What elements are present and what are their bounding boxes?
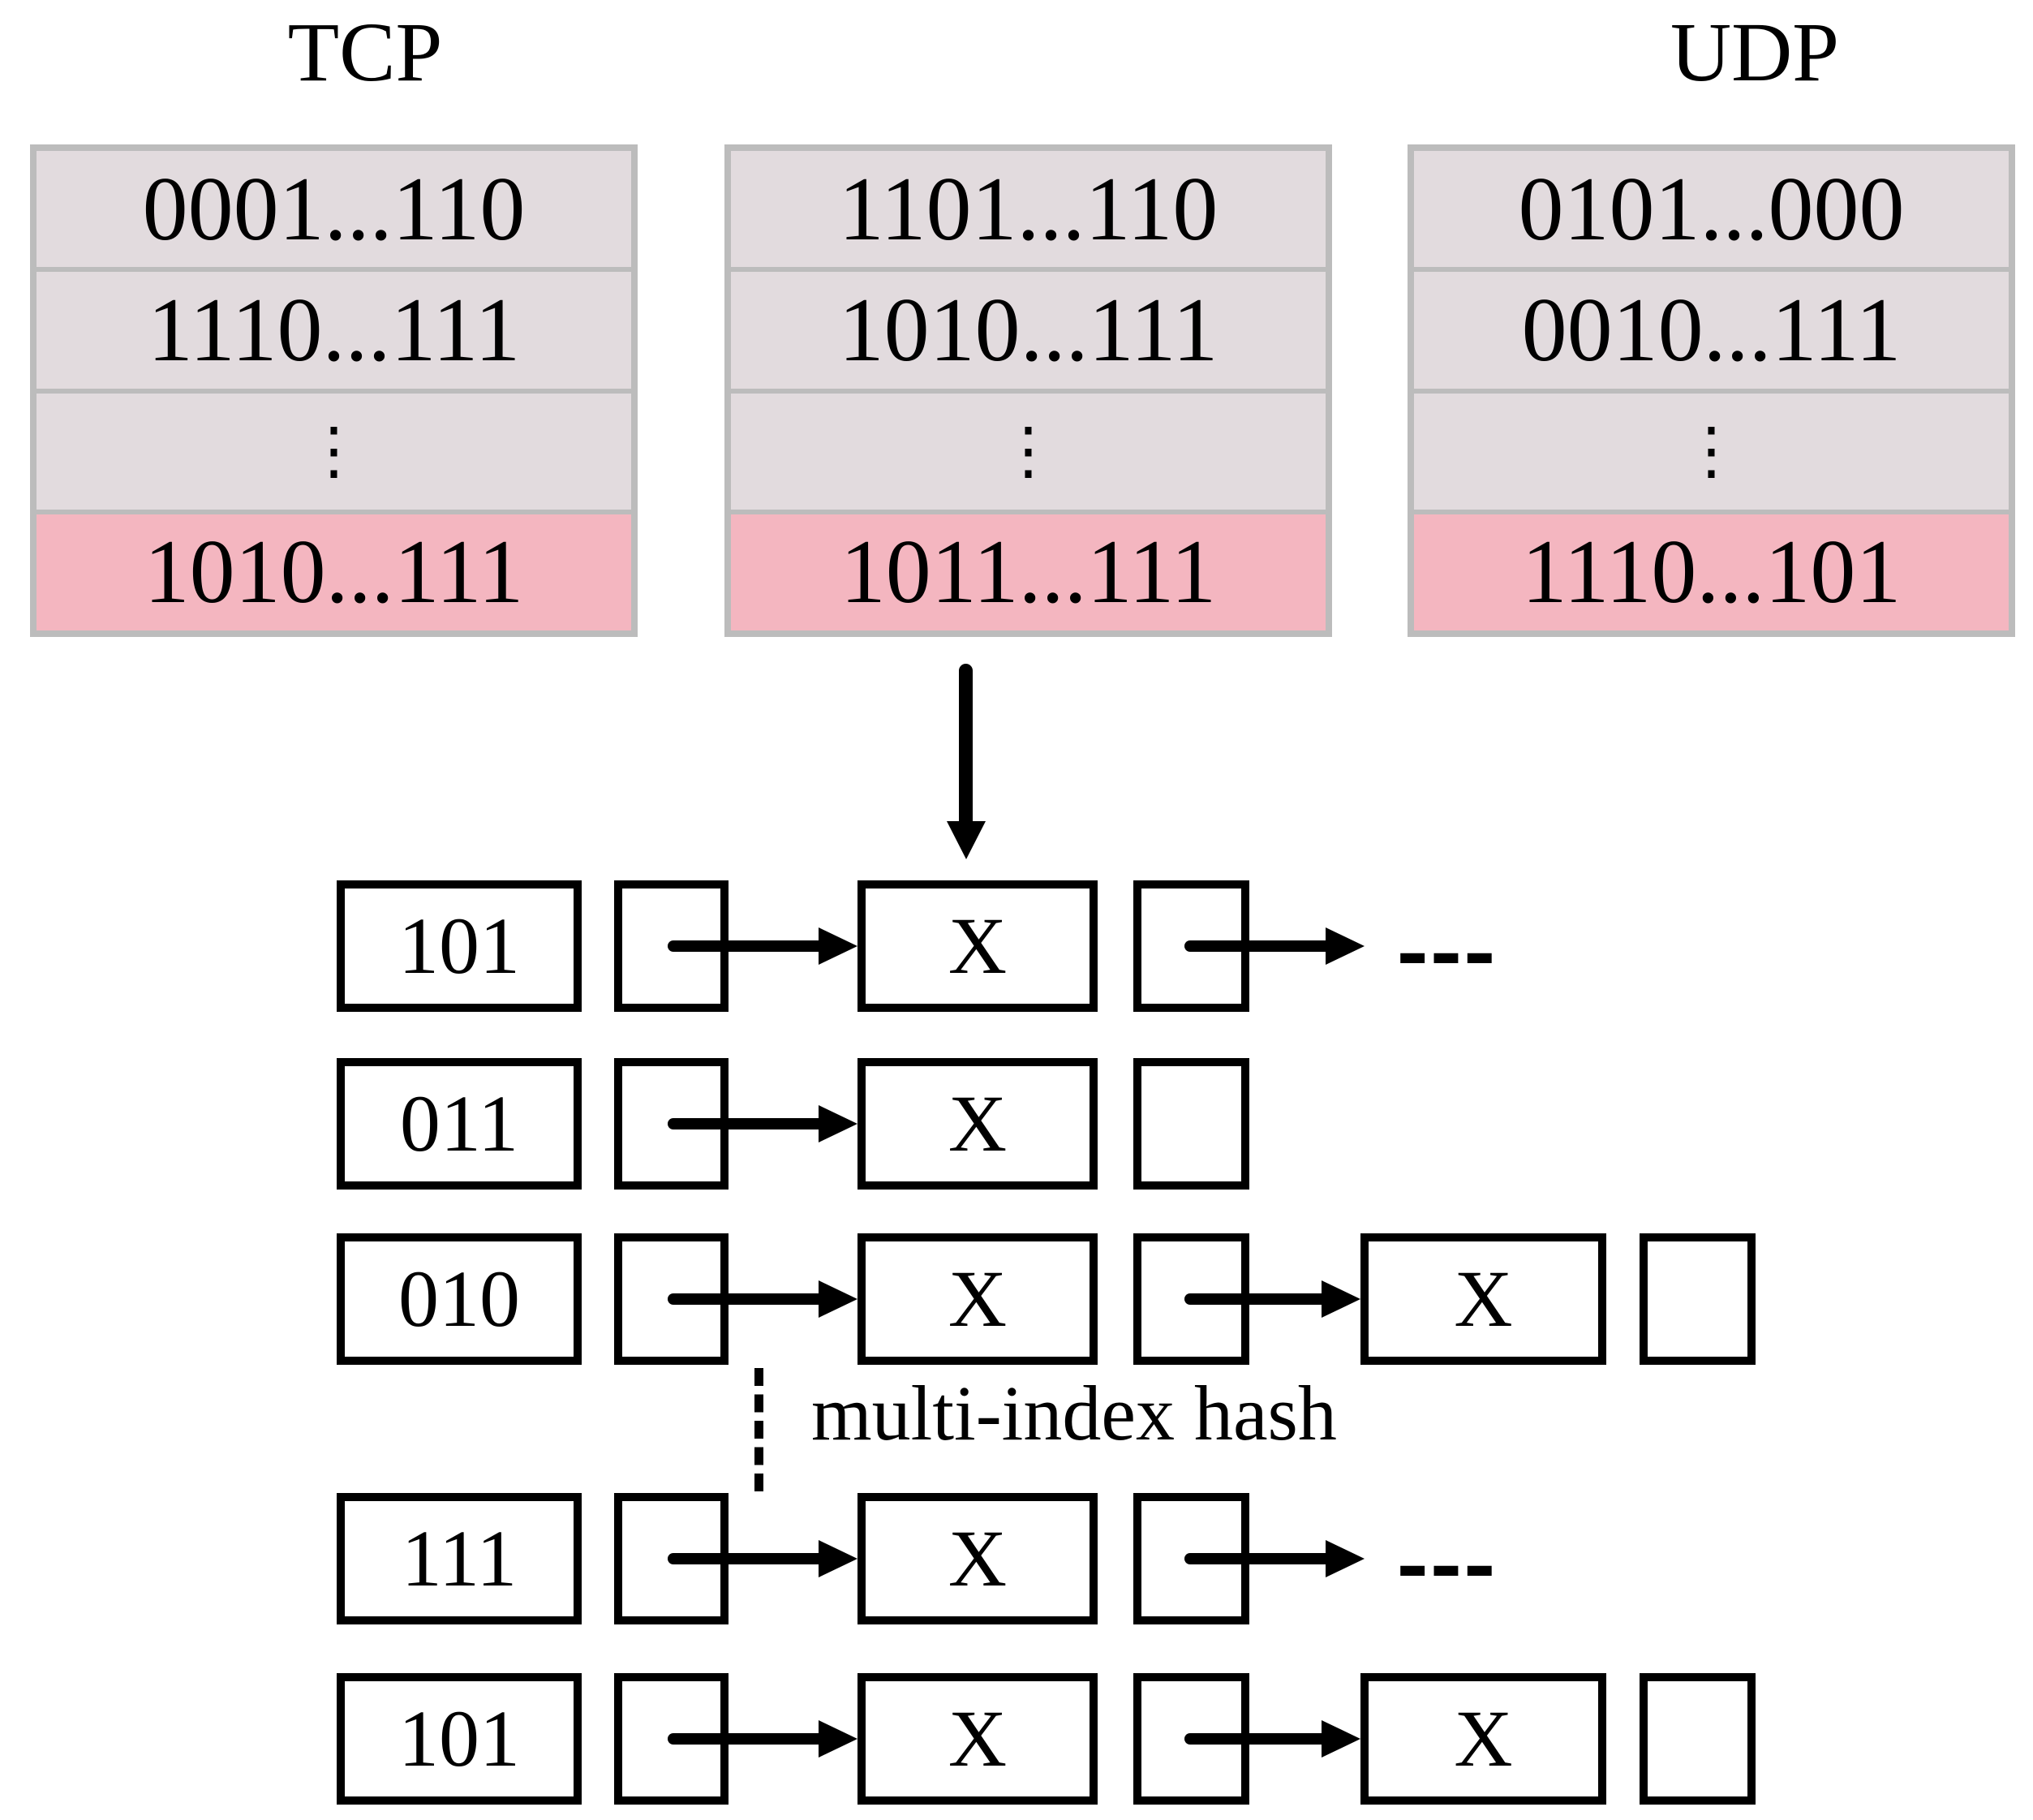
index-box: 011 [337,1058,582,1190]
arrow-head-icon [819,1720,857,1758]
node-box: X [857,1233,1098,1365]
arrow-head-icon [1326,1540,1365,1577]
table-row: 0010...111 [1414,272,2009,389]
arrow-head-icon [819,1540,857,1577]
ellipsis-row: ⋮ [1414,393,2009,510]
arrow [668,1553,819,1564]
arrow-head-icon [819,927,857,965]
continuation-dashes: --- [1397,881,1498,1011]
arrow-head-icon [819,1280,857,1318]
arrow-head-icon [1322,1720,1360,1758]
arrow [668,1118,819,1129]
hash-row-3: 010 X X [0,1233,2033,1365]
arrow [1184,940,1326,952]
highlighted-row: 1110...101 [1414,514,2009,630]
highlighted-row: 1011...111 [731,514,1326,630]
down-arrow [959,664,973,824]
down-arrow-head-icon [947,821,986,859]
table-row: 1110...111 [37,272,631,389]
node-box: X [857,1058,1098,1190]
node-box: X [857,880,1098,1012]
udp-table: 0101...000 0010...111 ⋮ 1110...101 [1408,144,2015,637]
udp-title: UDP [1670,6,1840,99]
continuation-dashes: --- [1397,1494,1498,1624]
index-box: 111 [337,1493,582,1624]
hash-row-4: 111 X --- [0,1493,2033,1624]
ellipsis-row: ⋮ [37,393,631,510]
arrow [1184,1293,1322,1305]
divider-dashed-line [754,1368,763,1491]
index-box: 101 [337,880,582,1012]
arrow [668,1733,819,1745]
node-box: X [857,1493,1098,1624]
arrow [1184,1553,1326,1564]
flow-table: 1101...110 1010...111 ⋮ 1011...111 [724,144,1332,637]
multi-index-hash-label: multi-index hash [811,1370,1337,1456]
index-box: 101 [337,1673,582,1805]
arrow [1184,1733,1322,1745]
table-row: 1101...110 [731,151,1326,268]
arrow-head-icon [819,1105,857,1142]
hash-row-5: 101 X X [0,1673,2033,1805]
tcp-title: TCP [287,6,443,99]
table-row: 0101...000 [1414,151,2009,268]
pointer-box [1640,1673,1756,1805]
table-row: 1010...111 [731,272,1326,389]
hash-row-1: 101 X --- [0,880,2033,1012]
index-box: 010 [337,1233,582,1365]
table-row: 0001...110 [37,151,631,268]
pointer-box [1133,1058,1249,1190]
pointer-box [1640,1233,1756,1365]
node-box: X [1360,1233,1606,1365]
arrow-head-icon [1322,1280,1360,1318]
tcp-table: 0001...110 1110...111 ⋮ 1010...111 [30,144,638,637]
arrow [668,1293,819,1305]
highlighted-row: 1010...111 [37,514,631,630]
arrow [668,940,819,952]
arrow-head-icon [1326,927,1365,965]
hash-row-2: 011 X [0,1058,2033,1190]
ellipsis-row: ⋮ [731,393,1326,510]
node-box: X [1360,1673,1606,1805]
node-box: X [857,1673,1098,1805]
